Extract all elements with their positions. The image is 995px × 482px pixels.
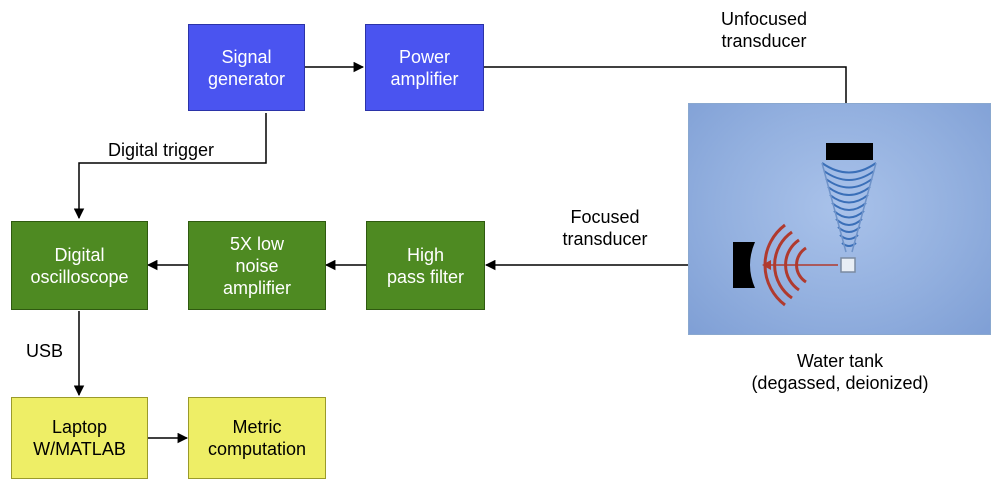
digital-oscilloscope-block: Digital oscilloscope — [11, 221, 148, 310]
signal-generator-block: Signal generator — [188, 24, 305, 111]
focused-transducer-icon — [733, 242, 755, 288]
usb-label: USB — [26, 341, 64, 361]
laptop-block: Laptop W/MATLAB — [11, 397, 148, 479]
low-noise-amplifier-block: 5X low noise amplifier — [188, 221, 326, 310]
metric-computation-block: Metric computation — [188, 397, 326, 479]
water-tank — [688, 103, 991, 335]
water-tank-label: Water tank (degassed, deionized) — [751, 351, 929, 393]
unfocused-transducer-label: Unfocused transducer — [720, 9, 808, 51]
focused-transducer-label: Focused transducer — [562, 207, 648, 249]
unfocused-transducer-icon — [826, 143, 873, 160]
ultrasound-beam-icon — [821, 162, 877, 253]
arrow-digital-trigger — [73, 113, 267, 220]
high-pass-filter-block: High pass filter — [366, 221, 485, 310]
digital-trigger-label: Digital trigger — [108, 140, 215, 160]
target-icon — [840, 257, 856, 273]
power-amplifier-block: Power amplifier — [365, 24, 484, 111]
